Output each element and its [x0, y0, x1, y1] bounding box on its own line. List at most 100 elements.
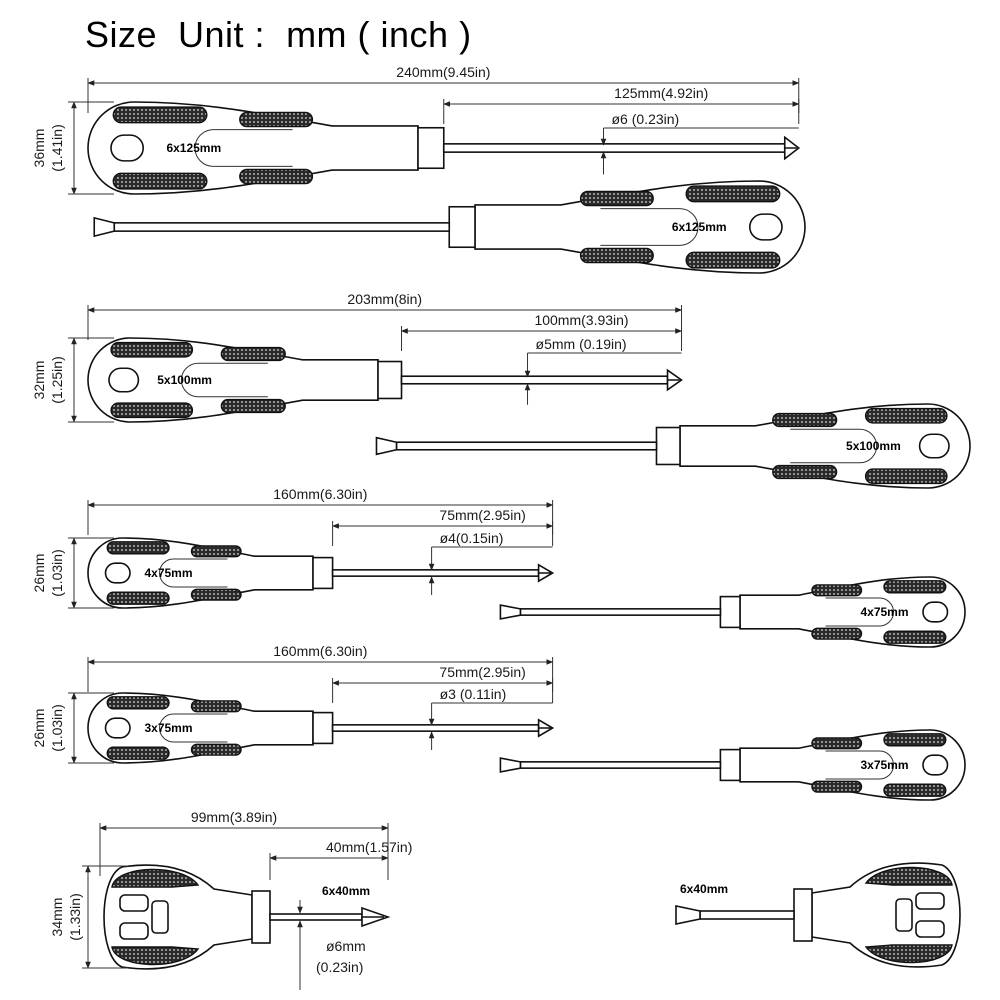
stubby-slotted-screwdriver [675, 862, 961, 968]
phillips-screwdriver: 6x125mm [87, 101, 801, 195]
shaft [519, 608, 722, 616]
grip-top-front [239, 111, 314, 128]
grip-top [864, 866, 953, 886]
ferrule [377, 360, 403, 400]
grip-top [883, 580, 947, 594]
slotted-tip [93, 216, 116, 238]
phillips-tip [666, 368, 683, 392]
grip-bottom [864, 468, 948, 485]
ferrule [312, 556, 334, 590]
grip-top-front [220, 346, 286, 362]
ferrule [251, 890, 271, 944]
flute [825, 750, 894, 780]
ferrule [719, 748, 741, 782]
handle-height-in-label: (1.41in) [49, 124, 65, 171]
slotted-screwdriver: 6x125mm [93, 180, 806, 274]
ferrule [719, 595, 741, 629]
handle [811, 862, 961, 968]
shaft-length-label: 125mm(4.92in) [614, 85, 708, 101]
phillips-screwdriver: 4x75mm [87, 537, 555, 609]
flute [825, 597, 894, 627]
handle-size-label: 5x100mm [157, 373, 212, 387]
stubby-slotted-size-label: 6x40mm [680, 882, 728, 896]
slotted-screwdriver: 3x75mm [499, 729, 966, 801]
stubby-length-label: 99mm(3.89in) [191, 809, 277, 825]
grip-bottom [864, 944, 953, 964]
phillips-screwdriver: 5x100mm [87, 337, 683, 423]
grip-bottom-front [811, 780, 863, 793]
overall-length-label: 203mm(8in) [347, 291, 422, 307]
handle-size-label: 6x125mm [166, 141, 221, 155]
flute [194, 129, 293, 167]
grip-bottom-front [190, 588, 242, 601]
shaft [699, 910, 795, 920]
stubby-height-mm-label: 34mm [49, 898, 65, 937]
grip-bottom [111, 946, 200, 966]
handle-height-in-label: (1.25in) [49, 356, 65, 403]
label-slot [104, 562, 131, 584]
shaft-length-label: 100mm(3.93in) [534, 312, 628, 328]
overall-length-label: 240mm(9.45in) [396, 64, 490, 80]
shaft [400, 375, 669, 385]
flute [790, 428, 878, 464]
tip-diameter-label: ø3 (0.11in) [440, 686, 507, 702]
slotted-screwdriver: 4x75mm [499, 576, 966, 648]
slotted-tip [499, 757, 522, 773]
phillips-tip [783, 135, 801, 161]
handle-size-label: 4x75mm [144, 566, 192, 580]
grip-bottom-front [239, 168, 314, 185]
phillips-tip [537, 718, 555, 738]
stubby-phillips-size-label: 6x40mm [322, 884, 370, 898]
stubby-phillips-screwdriver [103, 864, 391, 970]
ferrule [655, 426, 681, 466]
tip-diameter-label: ø4(0.15in) [440, 530, 504, 546]
handle-height-in-label: (1.03in) [49, 704, 65, 751]
grip-bottom-front [220, 398, 286, 414]
grip-top-front [190, 545, 242, 558]
handle-height-mm-label: 32mm [31, 361, 47, 400]
grip-bottom-front [772, 464, 838, 480]
label-slot [110, 134, 145, 162]
shaft-length-label: 75mm(2.95in) [439, 664, 525, 680]
ferrule [312, 711, 334, 745]
page-title: Size Unit : mm ( inch ) [85, 14, 472, 55]
tip-diameter-label: ø6 (0.23in) [612, 111, 680, 127]
window-top [915, 892, 945, 910]
flute [180, 362, 268, 398]
shaft-length-label: 75mm(2.95in) [439, 507, 525, 523]
shaft [519, 761, 722, 769]
window-bottom [119, 922, 149, 940]
grip-bottom [106, 591, 170, 605]
overall-length-label: 160mm(6.30in) [273, 486, 367, 502]
stubby-shaft-length-label: 40mm(1.57in) [326, 839, 412, 855]
handle-size-label: 3x75mm [860, 758, 908, 772]
shaft [113, 222, 451, 232]
grip-bottom-front [811, 627, 863, 640]
grip-bottom [883, 783, 947, 797]
handle-height-mm-label: 26mm [31, 554, 47, 593]
label-slot [918, 433, 950, 459]
handle-size-label: 5x100mm [846, 439, 901, 453]
shaft [331, 569, 540, 577]
overall-length-label: 160mm(6.30in) [273, 643, 367, 659]
grip-bottom [685, 251, 781, 269]
label-slot [108, 367, 140, 393]
slotted-tip [375, 436, 398, 456]
stubby-height-in-label: (1.33in) [67, 893, 83, 940]
dimension-group [68, 78, 800, 990]
window-bottom [915, 920, 945, 938]
grip-bottom [110, 402, 194, 419]
grip-top [883, 733, 947, 747]
handle-height-mm-label: 36mm [31, 129, 47, 168]
ferrule [417, 126, 445, 170]
grip-top [110, 341, 194, 358]
shaft [395, 441, 658, 451]
label-group: 240mm(9.45in) 125mm(4.92in) ø6 (0.23in) 36m… [31, 64, 728, 975]
shaft [269, 913, 363, 921]
window-top [119, 894, 149, 912]
tip-diameter-label: ø5mm (0.19in) [536, 336, 627, 352]
grip-bottom-front [579, 247, 654, 264]
flute [159, 558, 228, 588]
